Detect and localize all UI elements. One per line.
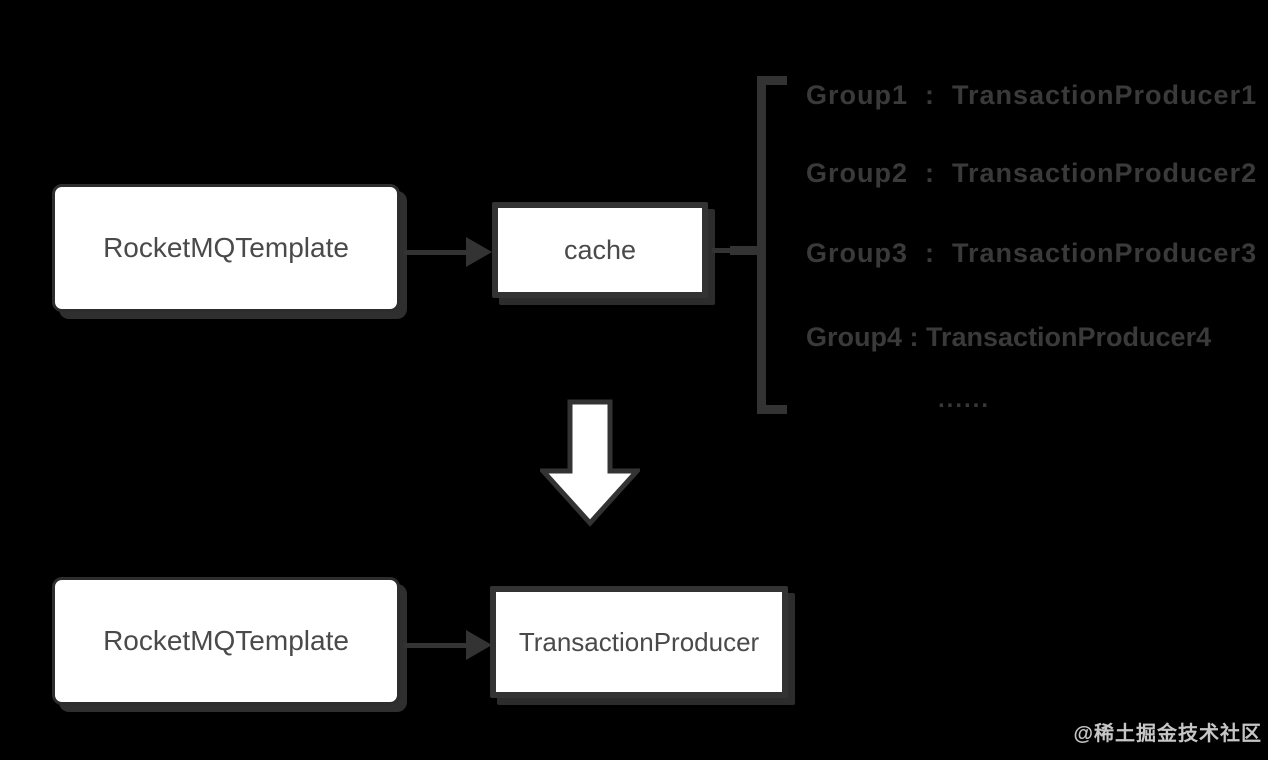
arrowhead-right-icon (466, 237, 492, 267)
node-rocketmq-template-bottom: RocketMQTemplate (52, 577, 400, 705)
connector-line-template-to-cache (404, 250, 468, 255)
arrowhead-right-icon (466, 630, 492, 660)
cache-map-entry: Group4 : TransactionProducer4 (806, 322, 1212, 352)
node-label: TransactionProducer (518, 626, 760, 657)
connector-line-template-to-producer (404, 643, 468, 648)
watermark-text: @稀土掘金技术社区 (1073, 723, 1262, 745)
node-cache: cache (492, 202, 708, 298)
node-label: RocketMQTemplate (103, 625, 349, 656)
node-rocketmq-template-top: RocketMQTemplate (52, 184, 400, 312)
cache-map-entry: Group2 : TransactionProducer2 (806, 158, 1258, 188)
bracket-icon (757, 76, 787, 414)
cache-map-entry: Group3 : TransactionProducer3 (806, 238, 1258, 268)
bracket-connector-nub (730, 246, 760, 255)
node-label: cache (563, 234, 637, 265)
down-block-arrow-icon (540, 399, 640, 527)
cache-map-entry: Group1 : TransactionProducer1 (806, 80, 1258, 110)
node-label: RocketMQTemplate (103, 232, 349, 263)
node-transaction-producer: TransactionProducer (490, 586, 788, 698)
cache-map-ellipsis: ...... (938, 386, 991, 413)
